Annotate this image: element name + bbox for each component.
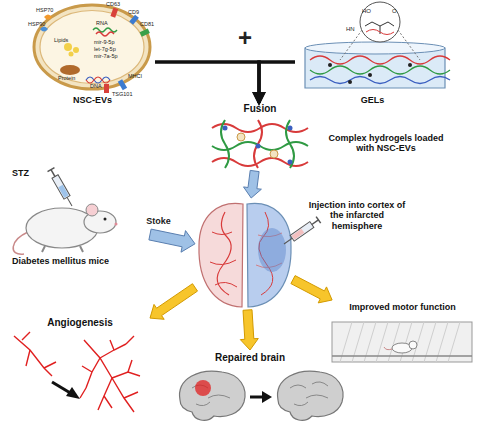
protein-label: HSP70 [36, 8, 53, 14]
vessel-drawing [14, 332, 140, 412]
vesicle-drawing [34, 5, 150, 93]
transition-arrow [52, 382, 80, 399]
node-caption: Injection into cortex of the infarcted h… [307, 200, 407, 231]
drug-label: STZ [12, 168, 42, 178]
molecule-label: DNA [90, 84, 102, 90]
edge-label: Stoke [146, 217, 171, 226]
protein-label: HSP90 [28, 22, 45, 28]
gel-drawing [305, 2, 450, 88]
mouse-node: STZ Diabetes mellitus mice [10, 168, 150, 272]
flow-arrow [150, 284, 198, 320]
brain-node: Injection into cortex of the infarcted h… [195, 198, 293, 310]
marker-label: MHCI [128, 74, 142, 80]
mirna-label: mir-7a-5p [94, 54, 118, 60]
flow-arrow [240, 310, 258, 350]
brain-drawing [199, 203, 321, 307]
marker-label: TSG101 [112, 92, 132, 98]
hydrogel-node: FusionComplex hydrogels loaded with NSC-… [205, 103, 313, 171]
marker-label: CD81 [140, 22, 154, 28]
node-caption: GELs [335, 95, 410, 105]
chemical-label: HO [362, 8, 371, 14]
flow-arrow [149, 229, 195, 252]
gel-node: GELs [295, 2, 450, 107]
marker-label: CD63 [106, 2, 120, 8]
flow-arrow [259, 62, 295, 103]
hydrogel-mesh [212, 120, 308, 168]
chemical-label: O [392, 8, 397, 14]
plus-sign: + [238, 26, 252, 50]
rotarod-drawing [332, 322, 472, 362]
node-caption: Complex hydrogels loaded with NSC-EVs [327, 133, 445, 154]
flow-arrow [291, 276, 332, 303]
repaired-brain-node: Repaired brain [160, 350, 345, 432]
flow-arrow [244, 170, 262, 198]
outcome-heading: Angiogenesis [35, 317, 125, 329]
chemical-label: HN [346, 26, 355, 32]
angiogenesis-node: Angiogenesis [5, 315, 150, 420]
molecule-label: Lipids [54, 38, 68, 44]
flow-arrow [155, 62, 259, 103]
marker-label: CD9 [128, 10, 139, 16]
mirna-label: mir-9-5p [94, 40, 114, 46]
mirna-label: let-7g-5p [94, 47, 116, 53]
step-heading: Fusion [220, 103, 300, 115]
outcome-heading: Improved motor function [328, 302, 477, 312]
repaired-brain-drawing [180, 371, 343, 420]
motor-node: Improved motor function [325, 300, 477, 372]
molecule-label: Protein [58, 76, 75, 82]
node-caption: Diabetes mellitus mice [12, 256, 152, 266]
outcome-heading: Repaired brain [200, 352, 300, 364]
vesicle-node: NSC-EVs [30, 2, 155, 107]
molecule-label: RNA [96, 21, 108, 27]
mouse-drawing [13, 168, 117, 255]
